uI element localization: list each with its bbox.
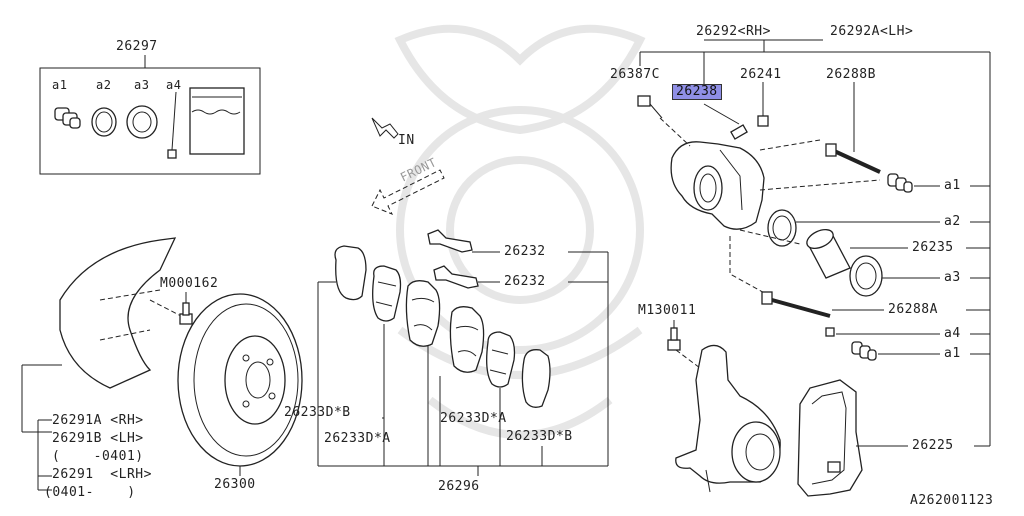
bolt-top-label: 26387C <box>610 67 660 82</box>
in-arrow-icon <box>371 117 399 139</box>
right-a3-label: a3 <box>944 270 961 285</box>
pad-outer-left <box>334 245 367 301</box>
pad-clip-lower <box>433 265 479 289</box>
shim-b-right-label: 26233D*B <box>506 429 573 444</box>
knuckle-bolt <box>667 327 681 351</box>
in-arrow-label: IN <box>398 133 415 148</box>
pin-cap <box>825 327 835 337</box>
kit-a1-boot <box>54 107 81 129</box>
brake-rotor <box>177 293 303 467</box>
shield-rh-label: 26291A <RH> <box>52 413 144 428</box>
guide-pin-a <box>761 291 831 318</box>
shim-b-left-label: 26233D*B <box>284 405 351 420</box>
pad-inner-left <box>405 280 441 347</box>
watermark-emblem <box>394 24 646 439</box>
kit-item-a1: a1 <box>52 78 68 92</box>
shield-range-1-label: ( -0401) <box>52 449 144 464</box>
kit-box-label: 26297 <box>116 39 158 54</box>
kit-box <box>39 67 261 175</box>
piston-boot <box>849 255 883 297</box>
kit-item-a4: a4 <box>166 78 182 92</box>
shield-bolt-label: M000162 <box>160 276 219 291</box>
pad-inner-right <box>449 306 485 373</box>
shim-left <box>372 265 402 322</box>
shim-a-right-label: 26233D*A <box>440 411 507 426</box>
shield-range-2-label: (0401- ) <box>44 485 136 500</box>
pad-kit-label: 26296 <box>438 479 480 494</box>
shim-a-left-label: 26233D*A <box>324 431 391 446</box>
right-a1-top-label: a1 <box>944 178 961 193</box>
rotor-label: 26300 <box>214 477 256 492</box>
bleeder-cap <box>757 115 769 127</box>
piston-label: 26235 <box>912 240 954 255</box>
shield-lh-label: 26291B <LH> <box>52 431 144 446</box>
grease-packet <box>189 87 245 155</box>
support-label: 26225 <box>912 438 954 453</box>
guide-pin-a-label: 26288A <box>888 302 938 317</box>
caliper-mount-bolt <box>637 95 663 119</box>
pad-outer-right <box>521 349 551 408</box>
front-arrow-icon <box>371 169 445 215</box>
caliper-body <box>670 141 765 230</box>
kit-item-a2: a2 <box>96 78 112 92</box>
splash-shield <box>59 237 177 389</box>
guide-pin-b-label: 26288B <box>826 67 876 82</box>
kit-item-a3: a3 <box>134 78 150 92</box>
boot-right-upper <box>887 173 913 193</box>
shield-lrh-label: 26291 <LRH> <box>52 467 152 482</box>
bleeder-screw <box>730 124 748 140</box>
right-a1-bottom-label: a1 <box>944 346 961 361</box>
caliper-support <box>797 379 863 497</box>
piston-seal <box>767 209 797 247</box>
bleeder-label: 26241 <box>740 67 782 82</box>
kit-a3-seal <box>126 105 158 139</box>
right-a4-label: a4 <box>944 326 961 341</box>
caliper-piston <box>806 228 851 279</box>
guide-pin-b <box>825 143 881 174</box>
caliper-rh-label: 26292<RH> <box>696 24 771 39</box>
boot-right-lower <box>851 341 877 361</box>
shield-bolt <box>179 302 193 325</box>
kit-a4-cap <box>167 149 177 159</box>
pad-clip-upper <box>427 229 473 253</box>
highlighted-part-label[interactable]: 26238 <box>672 84 722 100</box>
clip-upper-label: 26232 <box>504 244 546 259</box>
caliper-lh-label: 26292A<LH> <box>830 24 914 39</box>
knuckle-bolt-label: M130011 <box>638 303 697 318</box>
shim-right <box>486 331 516 388</box>
right-a2-label: a2 <box>944 214 961 229</box>
figure-code: A262001123 <box>910 493 994 508</box>
steering-knuckle <box>675 344 781 493</box>
clip-lower-label: 26232 <box>504 274 546 289</box>
